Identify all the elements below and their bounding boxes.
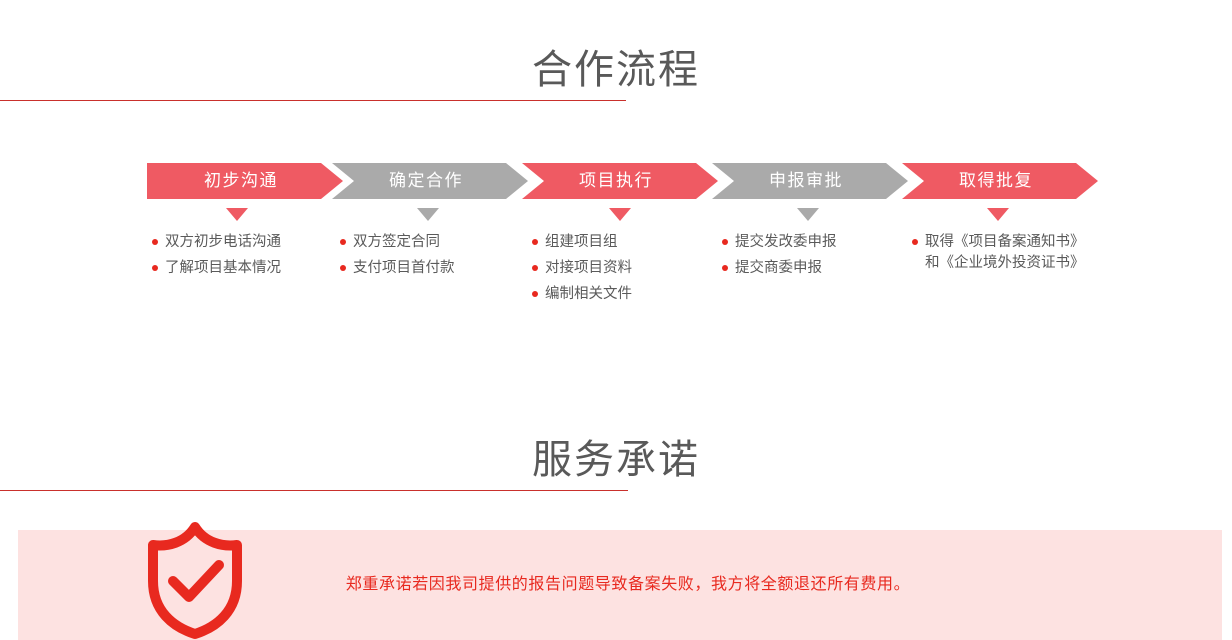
list-item: 提交发改委申报 — [722, 232, 902, 253]
flow-step-chevron-icon — [147, 163, 343, 199]
flow-step-arrow-down-icon — [609, 208, 631, 221]
list-item: 提交商委申报 — [722, 258, 902, 279]
list-item-label: 提交发改委申报 — [735, 234, 837, 250]
flow-step-detail-list: 取得《项目备案通知书》和《企业境外投资证书》 — [912, 232, 1092, 279]
process-flow: 初步沟通双方初步电话沟通了解项目基本情况 确定合作双方签定合同支付项目首付款 项目执… — [0, 160, 1232, 310]
flow-step-2[interactable]: 确定合作 — [332, 163, 528, 199]
page-title-process: 合作流程 — [532, 48, 700, 92]
flow-step-detail-list: 双方初步电话沟通了解项目基本情况 — [152, 232, 332, 284]
bullet-dot-icon — [912, 239, 918, 245]
flow-step-detail-list: 组建项目组对接项目资料编制相关文件 — [532, 232, 712, 310]
flow-step-4[interactable]: 申报审批 — [712, 163, 908, 199]
bullet-dot-icon — [722, 265, 728, 271]
flow-step-label: 确定合作 — [389, 171, 463, 190]
flow-step-detail-list: 双方签定合同支付项目首付款 — [340, 232, 520, 284]
list-item: 支付项目首付款 — [340, 258, 520, 279]
flow-step-3[interactable]: 项目执行 — [522, 163, 718, 199]
bullet-dot-icon — [340, 265, 346, 271]
list-item-label: 提交商委申报 — [735, 260, 822, 276]
list-item-label: 双方签定合同 — [353, 234, 440, 250]
page-title-promise: 服务承诺 — [532, 438, 700, 482]
flow-step-label: 初步沟通 — [204, 171, 278, 190]
list-item-label: 支付项目首付款 — [353, 260, 455, 276]
flow-step-label: 项目执行 — [579, 171, 653, 190]
promise-text: 郑重承诺若因我司提供的报告问题导致备案失败，我方将全额退还所有费用。 — [345, 576, 911, 593]
flow-step-arrow-down-icon — [226, 208, 248, 221]
list-item-label: 组建项目组 — [545, 234, 618, 250]
flow-step-shape — [522, 163, 718, 199]
list-item-label: 双方初步电话沟通 — [165, 234, 281, 250]
list-item-label: 取得《项目备案通知书》和《企业境外投资证书》 — [925, 234, 1085, 271]
flow-step-chevron-icon — [332, 163, 528, 199]
shield-check-icon — [148, 522, 242, 639]
flow-step-shape — [902, 163, 1098, 199]
flow-step-label: 取得批复 — [959, 171, 1033, 190]
list-item-label: 编制相关文件 — [545, 286, 632, 302]
bullet-dot-icon — [722, 239, 728, 245]
list-item: 取得《项目备案通知书》和《企业境外投资证书》 — [912, 232, 1092, 274]
flow-step-shape — [147, 163, 343, 199]
list-item-label: 了解项目基本情况 — [165, 260, 281, 276]
flow-step-arrow-down-icon — [797, 208, 819, 221]
flow-step-1[interactable]: 初步沟通 — [147, 163, 343, 199]
bullet-dot-icon — [152, 239, 158, 245]
flow-step-5[interactable]: 取得批复 — [902, 163, 1098, 199]
flow-step-shape — [712, 163, 908, 199]
promise-title-divider — [0, 490, 628, 491]
list-item: 双方签定合同 — [340, 232, 520, 253]
bullet-dot-icon — [152, 265, 158, 271]
list-item: 了解项目基本情况 — [152, 258, 332, 279]
bullet-dot-icon — [532, 291, 538, 297]
flow-step-chevron-icon — [712, 163, 908, 199]
flow-step-arrow-down-icon — [987, 208, 1009, 221]
list-item: 组建项目组 — [532, 232, 712, 253]
flow-step-arrow-down-icon — [417, 208, 439, 221]
bullet-dot-icon — [340, 239, 346, 245]
list-item: 对接项目资料 — [532, 258, 712, 279]
flow-step-label: 申报审批 — [769, 171, 843, 190]
bullet-dot-icon — [532, 239, 538, 245]
flow-step-chevron-icon — [902, 163, 1098, 199]
flow-step-chevron-icon — [522, 163, 718, 199]
flow-step-shape — [332, 163, 528, 199]
process-title-divider — [0, 100, 626, 101]
bullet-dot-icon — [532, 265, 538, 271]
list-item-label: 对接项目资料 — [545, 260, 632, 276]
flow-step-detail-list: 提交发改委申报提交商委申报 — [722, 232, 902, 284]
list-item: 双方初步电话沟通 — [152, 232, 332, 253]
list-item: 编制相关文件 — [532, 284, 712, 305]
